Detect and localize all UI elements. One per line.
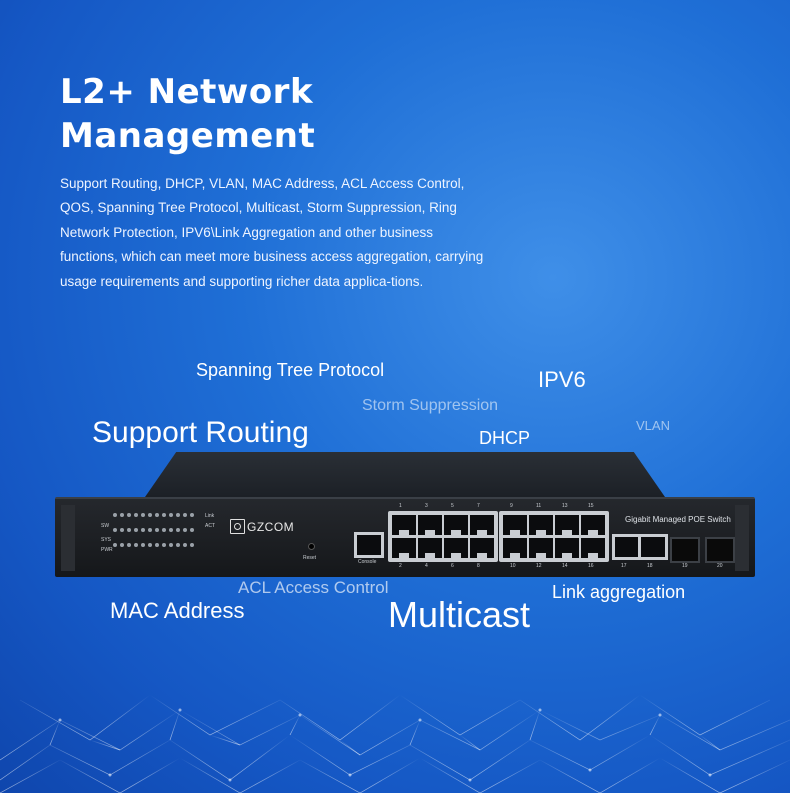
port-number-6: 6 [451,563,454,569]
keyword-ipv6: IPV6 [538,367,586,392]
port-number-13: 13 [562,503,568,509]
page-title: L2+ Network Management [60,72,316,156]
keyword-multicast: Multicast [388,594,531,635]
port-number-20: 20 [717,563,723,569]
rack-ear-left [61,505,75,571]
port-number-1: 1 [399,503,402,509]
keyword-mac-address: MAC Address [110,598,245,623]
port-number-18: 18 [647,563,653,569]
keyword-vlan: VLAN [636,418,670,433]
rj45-port-group-1-8 [388,511,498,562]
network-mesh-decoration [0,694,790,793]
port-number-7: 7 [477,503,480,509]
port-number-12: 12 [536,563,542,569]
console-port [354,532,384,558]
port-number-10: 10 [510,563,516,569]
feature-description: Support Routing, DHCP, VLAN, MAC Address… [60,176,484,289]
port-number-9: 9 [510,503,513,509]
uplink-port-17 [612,534,642,560]
reset-label: Reset [303,555,317,561]
port-number-8: 8 [477,563,480,569]
switch-top-panel [145,452,665,497]
sfp-port-19 [670,537,700,563]
port-number-5: 5 [451,503,454,509]
led-label-sw: SW [101,523,110,529]
keyword-support-routing: Support Routing [92,416,309,449]
network-switch-image: Link ACT SW SYS PWR GZCOM Reset Console … [55,448,755,578]
led-label-pwr: PWR [101,547,113,553]
status-leds [113,513,213,563]
keyword-acl: ACL Access Control [238,578,389,597]
uplink-port-18 [638,534,668,560]
console-label: Console [358,559,377,565]
keyword-spanning-tree: Spanning Tree Protocol [196,360,385,380]
keyword-storm-suppression: Storm Suppression [362,397,499,414]
brand-name: GZCOM [247,520,295,534]
led-label-sys: SYS [101,537,112,543]
led-label-act: ACT [205,523,215,529]
port-number-16: 16 [588,563,594,569]
port-number-2: 2 [399,563,402,569]
port-number-11: 11 [536,503,542,509]
switch-front-panel: Link ACT SW SYS PWR GZCOM Reset Console … [55,497,755,577]
keyword-link-aggregation: Link aggregation [552,582,686,602]
brand-logo-icon [230,519,245,534]
port-number-14: 14 [562,563,568,569]
rack-ear-right [735,505,749,571]
sfp-port-20 [705,537,735,563]
port-number-3: 3 [425,503,428,509]
port-number-4: 4 [425,563,428,569]
led-label-link: Link [205,513,215,519]
port-number-15: 15 [588,503,594,509]
port-number-19: 19 [682,563,688,569]
port-number-17: 17 [621,563,627,569]
keyword-dhcp: DHCP [479,428,531,448]
switch-model-label: Gigabit Managed POE Switch [625,515,731,524]
rj45-port-group-9-16 [499,511,609,562]
reset-button [308,543,315,550]
